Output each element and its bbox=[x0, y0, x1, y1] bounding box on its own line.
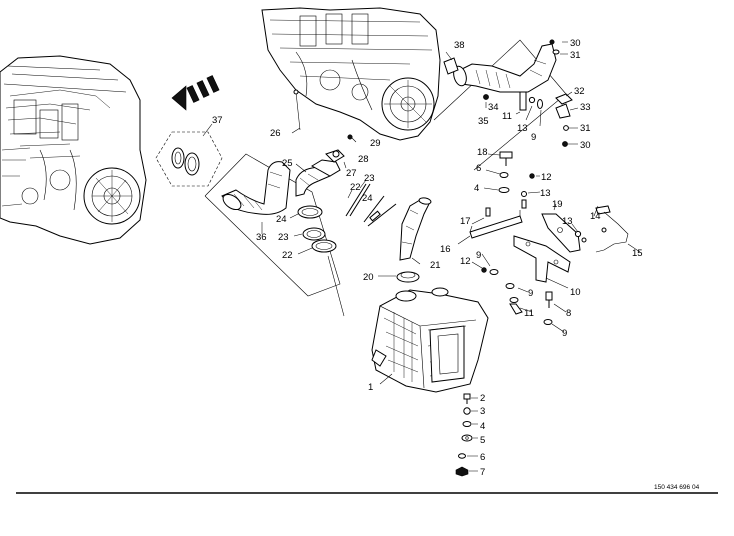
callout-33: 33 bbox=[580, 102, 591, 113]
callout-4: 4 bbox=[480, 421, 485, 432]
callout-9: 9 bbox=[562, 328, 567, 339]
callout-30: 30 bbox=[580, 140, 591, 151]
callout-21: 21 bbox=[430, 260, 441, 271]
callout-32: 32 bbox=[574, 86, 585, 97]
callout-34: 34 bbox=[488, 102, 499, 113]
callout-5: 5 bbox=[480, 435, 485, 446]
callout-4: 4 bbox=[474, 183, 479, 194]
callout-29: 29 bbox=[370, 138, 381, 149]
callout-38: 38 bbox=[454, 40, 465, 51]
fastener-stack bbox=[455, 393, 478, 477]
callout-14: 14 bbox=[590, 211, 601, 222]
callout-35: 35 bbox=[478, 116, 489, 127]
muffler-illustration bbox=[371, 287, 489, 393]
cap-20 bbox=[378, 271, 420, 283]
callout-7: 7 bbox=[480, 467, 485, 478]
callout-2: 2 bbox=[480, 393, 485, 404]
exhaust-pipe-group-right bbox=[433, 39, 579, 171]
callout-23: 23 bbox=[278, 232, 289, 243]
callout-31: 31 bbox=[570, 50, 581, 61]
callout-13: 13 bbox=[540, 188, 551, 199]
exhaust-pipe-group-left bbox=[204, 153, 341, 297]
callout-19: 19 bbox=[552, 199, 563, 210]
callout-12: 12 bbox=[460, 256, 471, 267]
callout-11: 11 bbox=[502, 111, 512, 122]
callout-13: 13 bbox=[562, 216, 573, 227]
callout-11: 11 bbox=[524, 308, 534, 319]
callout-17: 17 bbox=[460, 216, 471, 227]
callout-1: 1 bbox=[368, 382, 373, 393]
direction-arrow-icon bbox=[171, 75, 220, 111]
callout-24: 24 bbox=[362, 193, 373, 204]
callout-30: 30 bbox=[570, 38, 581, 49]
callout-23: 23 bbox=[364, 173, 375, 184]
callout-3: 3 bbox=[480, 406, 485, 417]
drawing-number: 150 434 696 04 bbox=[654, 484, 700, 491]
callout-31: 31 bbox=[580, 123, 591, 134]
callout-18: 18 bbox=[477, 147, 488, 158]
callout-9: 9 bbox=[528, 288, 533, 299]
callout-15: 15 bbox=[632, 248, 643, 259]
callout-9: 9 bbox=[476, 250, 481, 261]
callout-16: 16 bbox=[440, 244, 451, 255]
bracket-hardware-group bbox=[457, 151, 641, 333]
callout-28: 28 bbox=[358, 154, 369, 165]
callout-24: 24 bbox=[276, 214, 287, 225]
clamp-rings-group bbox=[289, 205, 337, 255]
callout-22: 22 bbox=[282, 250, 293, 261]
support-rods-group bbox=[345, 179, 397, 227]
engine-left-illustration bbox=[0, 55, 147, 245]
callout-6: 6 bbox=[476, 163, 481, 174]
callout-10: 10 bbox=[570, 287, 581, 298]
engine-top-illustration bbox=[261, 7, 441, 141]
intake-hose-group bbox=[291, 89, 357, 197]
seal-kit-hexagon bbox=[155, 123, 223, 187]
callout-13: 13 bbox=[517, 123, 528, 134]
callout-labels: 1 2 3 4 4 5 6 6 7 8 9 9 9 9 10 11 11 12 … bbox=[212, 38, 700, 491]
callout-20: 20 bbox=[363, 272, 374, 283]
callout-26: 26 bbox=[270, 128, 281, 139]
tail-pipe-21 bbox=[399, 197, 432, 265]
callout-6: 6 bbox=[480, 452, 485, 463]
group-leader-line bbox=[327, 255, 345, 317]
callout-37: 37 bbox=[212, 115, 223, 126]
callout-27: 27 bbox=[346, 168, 357, 179]
callout-36: 36 bbox=[256, 232, 267, 243]
callout-25: 25 bbox=[282, 158, 293, 169]
callout-22: 22 bbox=[350, 182, 361, 193]
callout-9: 9 bbox=[531, 132, 536, 143]
callout-12: 12 bbox=[541, 172, 552, 183]
callout-8: 8 bbox=[566, 308, 571, 319]
